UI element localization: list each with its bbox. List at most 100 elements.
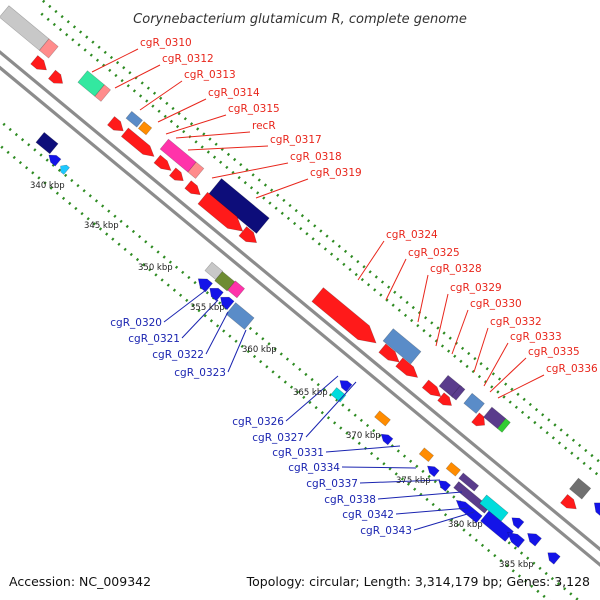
label-leader-line — [175, 131, 251, 139]
gene-feature — [48, 154, 62, 167]
gene-shape — [227, 280, 246, 299]
gene-feature — [153, 154, 172, 171]
gene-feature — [168, 167, 184, 182]
gene-shape — [421, 379, 442, 397]
gene-label-reverse: cgR_0331 — [272, 447, 324, 459]
gene-shape — [560, 494, 577, 510]
gene-shape — [311, 287, 377, 344]
gene-feature — [463, 392, 485, 414]
gene-feature — [0, 5, 50, 51]
gene-shape — [220, 296, 235, 311]
gene-label-reverse: cgR_0338 — [324, 494, 376, 506]
topology-text: Topology: circular; Length: 3,314,179 bp… — [246, 574, 590, 589]
gene-feature — [382, 328, 422, 365]
gene-label-forward: cgR_0312 — [162, 53, 214, 65]
gene-label-forward: cgR_0330 — [470, 298, 522, 310]
gene-shape — [507, 531, 526, 549]
gene-label-forward: cgR_0314 — [208, 87, 260, 99]
gene-shape — [153, 154, 172, 171]
gene-feature — [458, 472, 480, 492]
gene-feature — [137, 121, 153, 136]
gene-label-forward: cgR_0328 — [430, 263, 482, 275]
gene-label-forward: recR — [252, 120, 276, 132]
gene-shape — [438, 480, 451, 492]
ruler-ticks — [40, 12, 600, 479]
label-leader-line — [395, 507, 469, 515]
gene-feature — [311, 287, 377, 344]
gene-shape — [35, 131, 59, 155]
gene-feature — [125, 110, 143, 128]
kbp-label: 340 kbp — [30, 181, 65, 191]
gene-shape — [197, 278, 213, 293]
gene-feature — [569, 477, 592, 500]
gene-feature — [497, 418, 511, 433]
label-leader-line — [435, 293, 449, 347]
backbone-layer — [0, 50, 600, 567]
gene-feature — [30, 55, 47, 71]
gene-label-reverse: cgR_0322 — [152, 349, 204, 361]
kbp-label: 360 kbp — [242, 345, 277, 355]
gene-feature — [547, 552, 561, 565]
label-leader-line — [359, 479, 441, 484]
gene-shape — [77, 70, 105, 97]
label-leader-line — [385, 258, 407, 301]
label-leader-line — [114, 64, 161, 89]
gene-shape — [480, 510, 514, 542]
gene-shape — [225, 302, 255, 330]
gene-shape — [471, 412, 486, 427]
gene-feature — [453, 481, 490, 514]
gene-shape — [137, 121, 153, 136]
gene-shape — [120, 127, 155, 157]
label-leader-line — [165, 114, 227, 135]
gene-shape — [497, 418, 511, 433]
label-leader-line — [377, 491, 463, 500]
gene-label-forward: cgR_0324 — [386, 229, 438, 241]
gene-shape — [382, 328, 422, 365]
gene-feature — [560, 494, 577, 510]
gene-shape — [107, 116, 124, 132]
gene-shape — [483, 406, 507, 429]
gene-feature — [38, 38, 59, 59]
gene-label-forward: cgR_0313 — [184, 69, 236, 81]
kbp-label: 365 kbp — [293, 388, 328, 398]
gene-feature — [214, 271, 236, 292]
gene-shape — [547, 552, 561, 565]
gene-shape — [0, 5, 50, 51]
leader-layer — [91, 48, 545, 531]
gene-shape — [94, 84, 111, 102]
gene-feature — [107, 116, 124, 132]
gene-feature — [438, 480, 451, 492]
gene-feature — [187, 161, 205, 179]
label-leader-line — [483, 342, 509, 387]
accession-text: Accession: NC_009342 — [9, 574, 151, 589]
gene-shape — [455, 499, 483, 524]
gene-shape — [330, 387, 347, 403]
label-leader-line — [497, 374, 545, 399]
label-leader-line — [357, 240, 385, 281]
label-leader-line — [489, 357, 527, 393]
gene-label-reverse: cgR_0337 — [306, 478, 358, 490]
label-leader-line — [417, 274, 429, 323]
gene-feature — [445, 461, 461, 477]
gene-shape — [453, 481, 490, 514]
gene-label-reverse: cgR_0334 — [288, 462, 340, 474]
label-leader-line — [285, 375, 339, 422]
label-leader-line — [181, 299, 219, 339]
label-leader-line — [91, 48, 139, 73]
gene-label-reverse: cgR_0320 — [110, 317, 162, 329]
gene-feature — [483, 406, 507, 429]
gene-label-forward: cgR_0336 — [546, 363, 598, 375]
gene-feature — [427, 465, 440, 478]
kbp-label: 350 kbp — [138, 263, 173, 273]
gene-feature — [507, 531, 526, 549]
gene-shape — [238, 226, 258, 244]
ruler-ticks — [40, 0, 600, 464]
gene-shape — [214, 271, 236, 292]
gene-shape — [463, 392, 485, 414]
gene-label-forward: cgR_0335 — [528, 346, 580, 358]
gene-feature — [120, 127, 155, 157]
label-leader-line — [227, 329, 247, 373]
gene-feature — [35, 131, 59, 155]
